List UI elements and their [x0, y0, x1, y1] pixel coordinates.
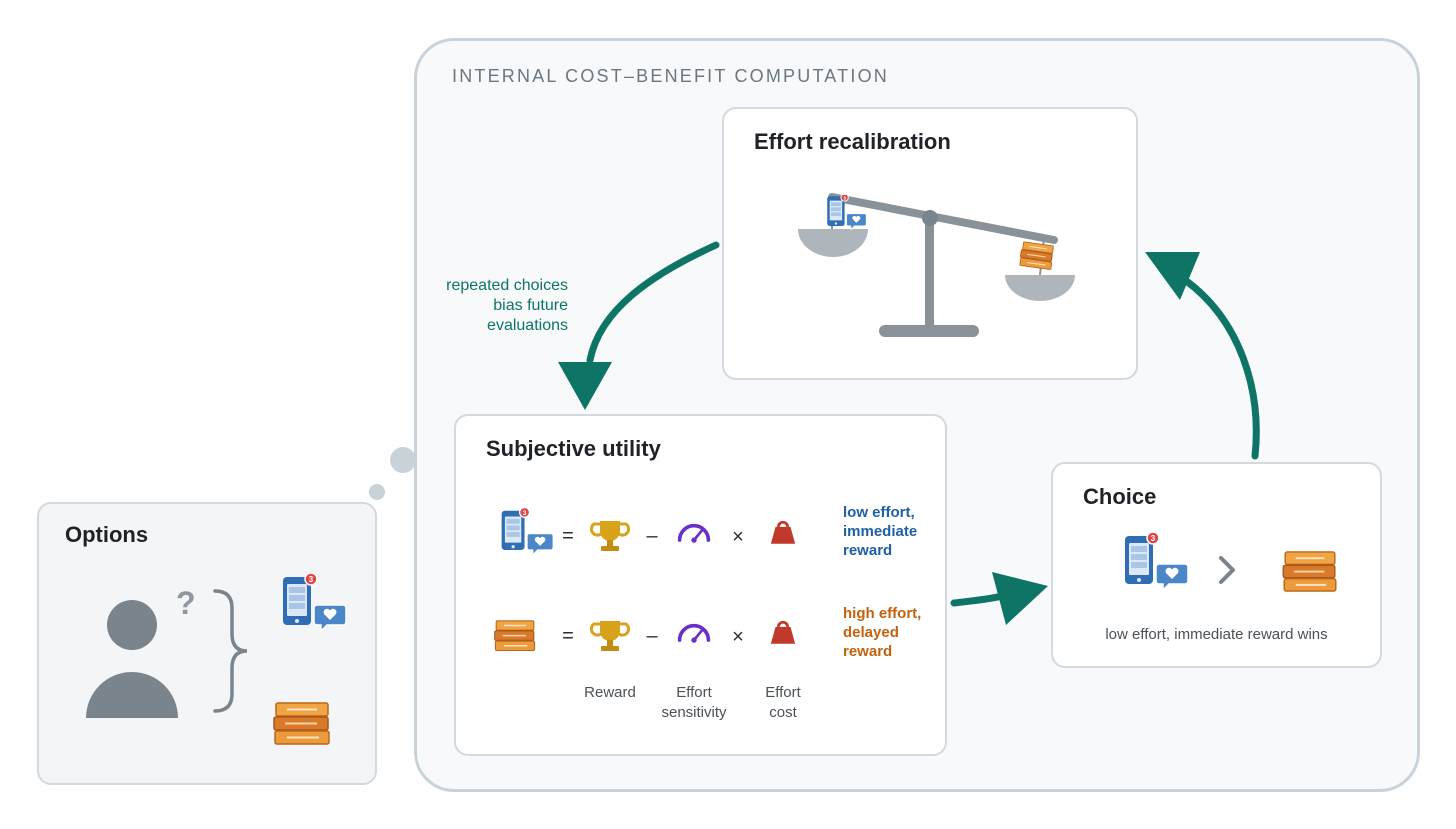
- caption-line: sensitivity: [661, 704, 727, 721]
- arrowhead-up: [1145, 252, 1200, 300]
- caption-line: Effort: [676, 684, 712, 701]
- equals-sign: =: [562, 625, 574, 647]
- minus-sign: –: [646, 625, 658, 647]
- choice-caption: low effort, immediate reward wins: [1105, 626, 1328, 643]
- balance-scale-icon: [798, 193, 1075, 337]
- arrow-choice-to-recalibration: [1181, 276, 1260, 460]
- chevron-right-icon: [1219, 556, 1235, 584]
- loop-note-line: bias future: [493, 297, 568, 314]
- arrow-recalibration-to-utility: [586, 241, 720, 364]
- tag-line: high effort,: [843, 605, 922, 622]
- tag-line: immediate: [843, 523, 918, 540]
- option-tag-high-effort: high effort, delayed reward: [843, 604, 921, 661]
- question-mark: ?: [176, 585, 196, 621]
- tag-line: reward: [843, 542, 893, 559]
- choice-title: Choice: [1083, 484, 1157, 509]
- option-tag-low-effort: low effort, immediate reward: [843, 503, 917, 560]
- options-title: Options: [65, 522, 149, 547]
- tag-line: reward: [843, 643, 893, 660]
- equals-sign: =: [562, 525, 574, 547]
- caption-effort-sensitivity: Effort sensitivity: [649, 683, 739, 723]
- loop-note-line: repeated choices: [446, 277, 568, 294]
- caption-line: Effort: [765, 684, 801, 701]
- tag-line: delayed: [843, 624, 899, 641]
- times-sign: ×: [732, 626, 744, 648]
- options-brace: [213, 589, 248, 713]
- arrowhead-right: [992, 572, 1048, 625]
- minus-sign: –: [646, 525, 658, 547]
- caption-line: cost: [769, 704, 797, 721]
- arrowhead-down: [558, 362, 612, 410]
- times-sign: ×: [732, 526, 744, 548]
- tag-line: low effort,: [843, 504, 915, 521]
- subjective-utility-card: Subjective utility: [454, 414, 947, 756]
- caption-line: Reward: [584, 684, 636, 701]
- subjective-utility-title: Subjective utility: [486, 436, 661, 461]
- person-icon: [86, 600, 178, 718]
- effort-recalibration-title: Effort recalibration: [754, 129, 951, 154]
- loop-note: repeated choices bias future evaluations: [400, 276, 568, 336]
- caption-reward: Reward: [570, 683, 650, 703]
- loop-note-line: evaluations: [487, 317, 568, 334]
- caption-effort-cost: Effort cost: [743, 683, 823, 723]
- panel-label: INTERNAL COST–BENEFIT COMPUTATION: [452, 66, 889, 86]
